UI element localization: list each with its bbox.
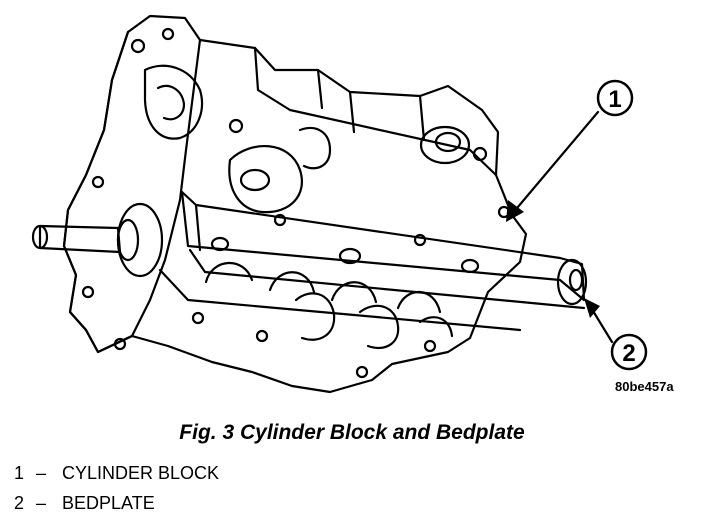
legend-item-label: CYLINDER BLOCK [62, 463, 220, 483]
legend-list: 1–CYLINDER BLOCK 2–BEDPLATE [14, 458, 219, 518]
legend-item-dash: – [36, 493, 47, 513]
legend-item-label: BEDPLATE [62, 493, 155, 513]
callout-1-number: 1 [608, 86, 621, 113]
figure-code: 80be457a [615, 379, 674, 394]
engine-illustration: 1 2 80be457a [31, 14, 674, 394]
legend-item-dash: – [36, 463, 47, 483]
legend-item-number: 2 [14, 493, 25, 513]
legend-item: 1–CYLINDER BLOCK [14, 458, 219, 488]
callout-2-number: 2 [622, 340, 635, 367]
callout-1: 1 [596, 79, 634, 117]
bedplate [180, 190, 586, 302]
callout-2: 2 [610, 333, 648, 371]
figure-caption: Fig. 3 Cylinder Block and Bedplate [179, 421, 525, 444]
arrow-1-head [506, 200, 524, 222]
legend-item: 2–BEDPLATE [14, 488, 219, 518]
crankshaft-snout [38, 224, 122, 254]
legend-item-number: 1 [14, 463, 25, 483]
arrow-2-head [584, 298, 600, 318]
